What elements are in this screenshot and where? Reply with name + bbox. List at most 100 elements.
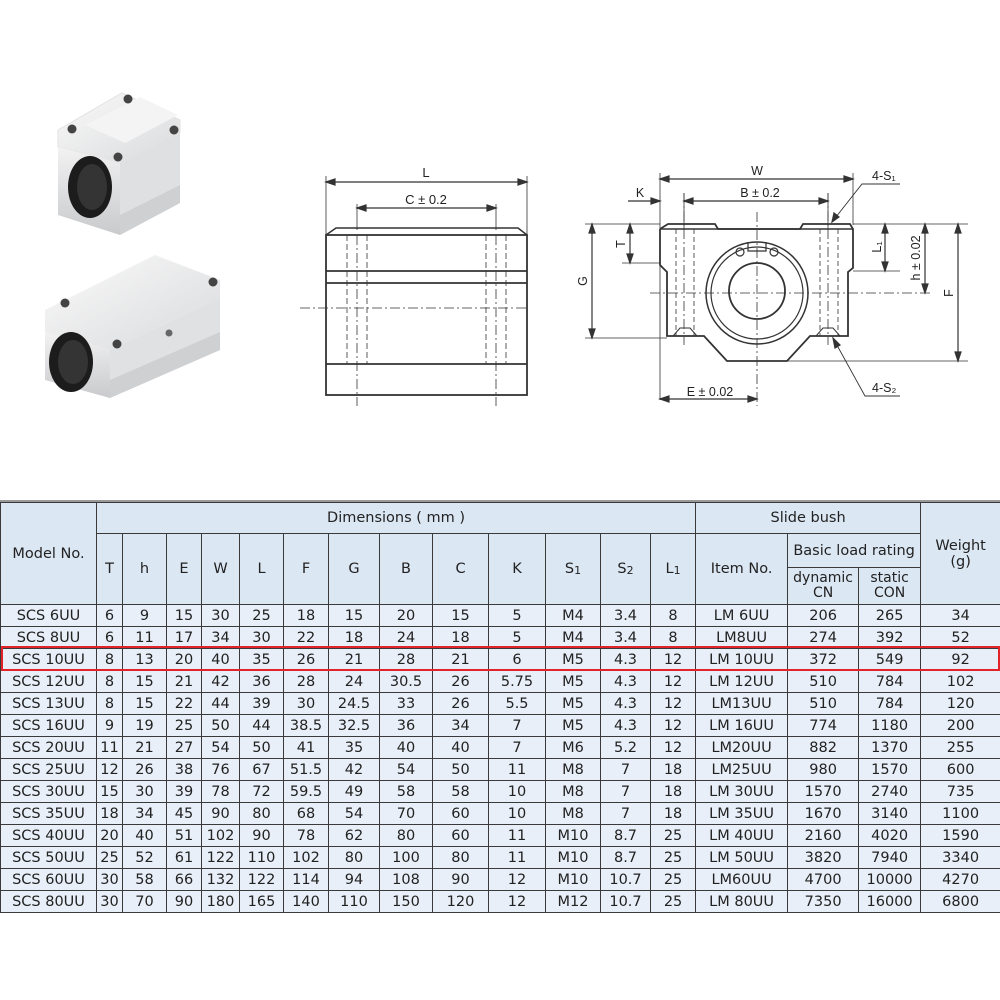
cell-T: 30 (96, 868, 123, 891)
cell-T: 6 (96, 626, 123, 649)
cell-F: 114 (283, 868, 329, 891)
cell-h: 30 (122, 780, 167, 803)
cell-C: 18 (432, 626, 489, 649)
cell-weight: 52 (920, 626, 1000, 649)
cell-C: 15 (432, 604, 489, 627)
cell-T: 18 (96, 802, 123, 825)
side-view-drawing: L C ± 0.2 (300, 165, 529, 406)
header-col-G: G (328, 533, 380, 605)
cell-C: 34 (432, 714, 489, 737)
cell-W: 42 (201, 670, 240, 693)
cell-B: 150 (379, 890, 433, 913)
cell-S1: M10 (545, 868, 601, 891)
cell-h: 13 (122, 648, 167, 671)
cell-T: 12 (96, 758, 123, 781)
cell-T: 8 (96, 692, 123, 715)
cell-C: 80 (432, 846, 489, 869)
cell-K: 12 (488, 868, 546, 891)
cell-G: 54 (328, 802, 380, 825)
cell-K: 10 (488, 780, 546, 803)
cell-dynamic-cn: 1570 (787, 780, 860, 803)
cell-E: 17 (166, 626, 202, 649)
cell-item-no: LM 40UU (695, 824, 789, 847)
cell-K: 10 (488, 802, 546, 825)
cell-S2: 3.4 (600, 604, 651, 627)
header-item-no: Item No. (695, 533, 789, 605)
cell-B: 30.5 (379, 670, 433, 693)
cell-W: 50 (201, 714, 240, 737)
cell-static-con: 4020 (858, 824, 922, 847)
dimension-label-B: B ± 0.2 (740, 186, 780, 200)
cell-h: 15 (122, 670, 167, 693)
header-dimensions: Dimensions ( mm ) (95, 502, 697, 534)
cell-weight: 200 (920, 714, 1000, 737)
cell-dynamic-cn: 7350 (787, 890, 860, 913)
cell-dynamic-cn: 274 (787, 626, 860, 649)
cell-E: 39 (166, 780, 202, 803)
cell-weight: 34 (920, 604, 1000, 627)
cell-E: 20 (166, 648, 202, 671)
cell-L1: 25 (649, 868, 697, 891)
cell-C: 90 (432, 868, 489, 891)
cell-F: 38.5 (283, 714, 329, 737)
cell-W: 122 (201, 846, 240, 869)
cell-L: 36 (239, 670, 284, 693)
table-top-border (0, 500, 1000, 502)
specification-table: Model No. Dimensions ( mm ) Slide bush W… (0, 502, 1000, 913)
cell-dynamic-cn: 510 (787, 692, 860, 715)
cell-W: 90 (201, 802, 240, 825)
cell-K: 5.5 (488, 692, 546, 715)
cell-F: 18 (283, 604, 329, 627)
cell-item-no: LM 50UU (695, 846, 789, 869)
cell-L: 44 (239, 714, 284, 737)
cell-B: 108 (379, 868, 433, 891)
cell-W: 44 (201, 692, 240, 715)
cell-C: 26 (432, 692, 489, 715)
cell-L: 67 (239, 758, 284, 781)
cell-static-con: 784 (858, 670, 922, 693)
cell-h: 9 (122, 604, 167, 627)
cell-item-no: LM13UU (695, 692, 789, 715)
cell-W: 30 (201, 604, 240, 627)
cell-model: SCS 80UU (0, 890, 97, 913)
header-weight-unit: (g) (950, 553, 971, 570)
cell-dynamic-cn: 2160 (787, 824, 860, 847)
cell-L: 39 (239, 692, 284, 715)
header-col-S1: S1 (545, 533, 601, 605)
cell-T: 8 (96, 648, 123, 671)
header-col-h: h (122, 533, 167, 605)
front-view-drawing: W K B ± 0.2 4-S₁ 4-S₂ E ± 0.02 T G L₁ h … (576, 164, 968, 406)
cell-K: 6 (488, 648, 546, 671)
cell-T: 6 (96, 604, 123, 627)
header-col-L1-sub: 1 (673, 564, 681, 577)
cell-L: 50 (239, 736, 284, 759)
cell-E: 21 (166, 670, 202, 693)
cell-W: 102 (201, 824, 240, 847)
cell-G: 110 (328, 890, 380, 913)
cell-model: SCS 30UU (0, 780, 97, 803)
cell-S1: M6 (545, 736, 601, 759)
cell-S2: 3.4 (600, 626, 651, 649)
cell-G: 94 (328, 868, 380, 891)
cell-G: 15 (328, 604, 380, 627)
cell-model: SCS 25UU (0, 758, 97, 781)
cell-G: 21 (328, 648, 380, 671)
cell-L1: 12 (649, 670, 697, 693)
cell-model: SCS 13UU (0, 692, 97, 715)
dimension-label-T: T (614, 240, 628, 248)
cell-item-no: LM 6UU (695, 604, 789, 627)
cell-F: 140 (283, 890, 329, 913)
cell-F: 78 (283, 824, 329, 847)
cell-static-con: 392 (858, 626, 922, 649)
cell-W: 78 (201, 780, 240, 803)
cell-E: 22 (166, 692, 202, 715)
cell-F: 30 (283, 692, 329, 715)
cell-S2: 7 (600, 780, 651, 803)
cell-S1: M10 (545, 846, 601, 869)
product-photo-long-housing (45, 255, 220, 398)
cell-static-con: 3140 (858, 802, 922, 825)
header-col-T: T (96, 533, 123, 605)
cell-model: SCS 20UU (0, 736, 97, 759)
